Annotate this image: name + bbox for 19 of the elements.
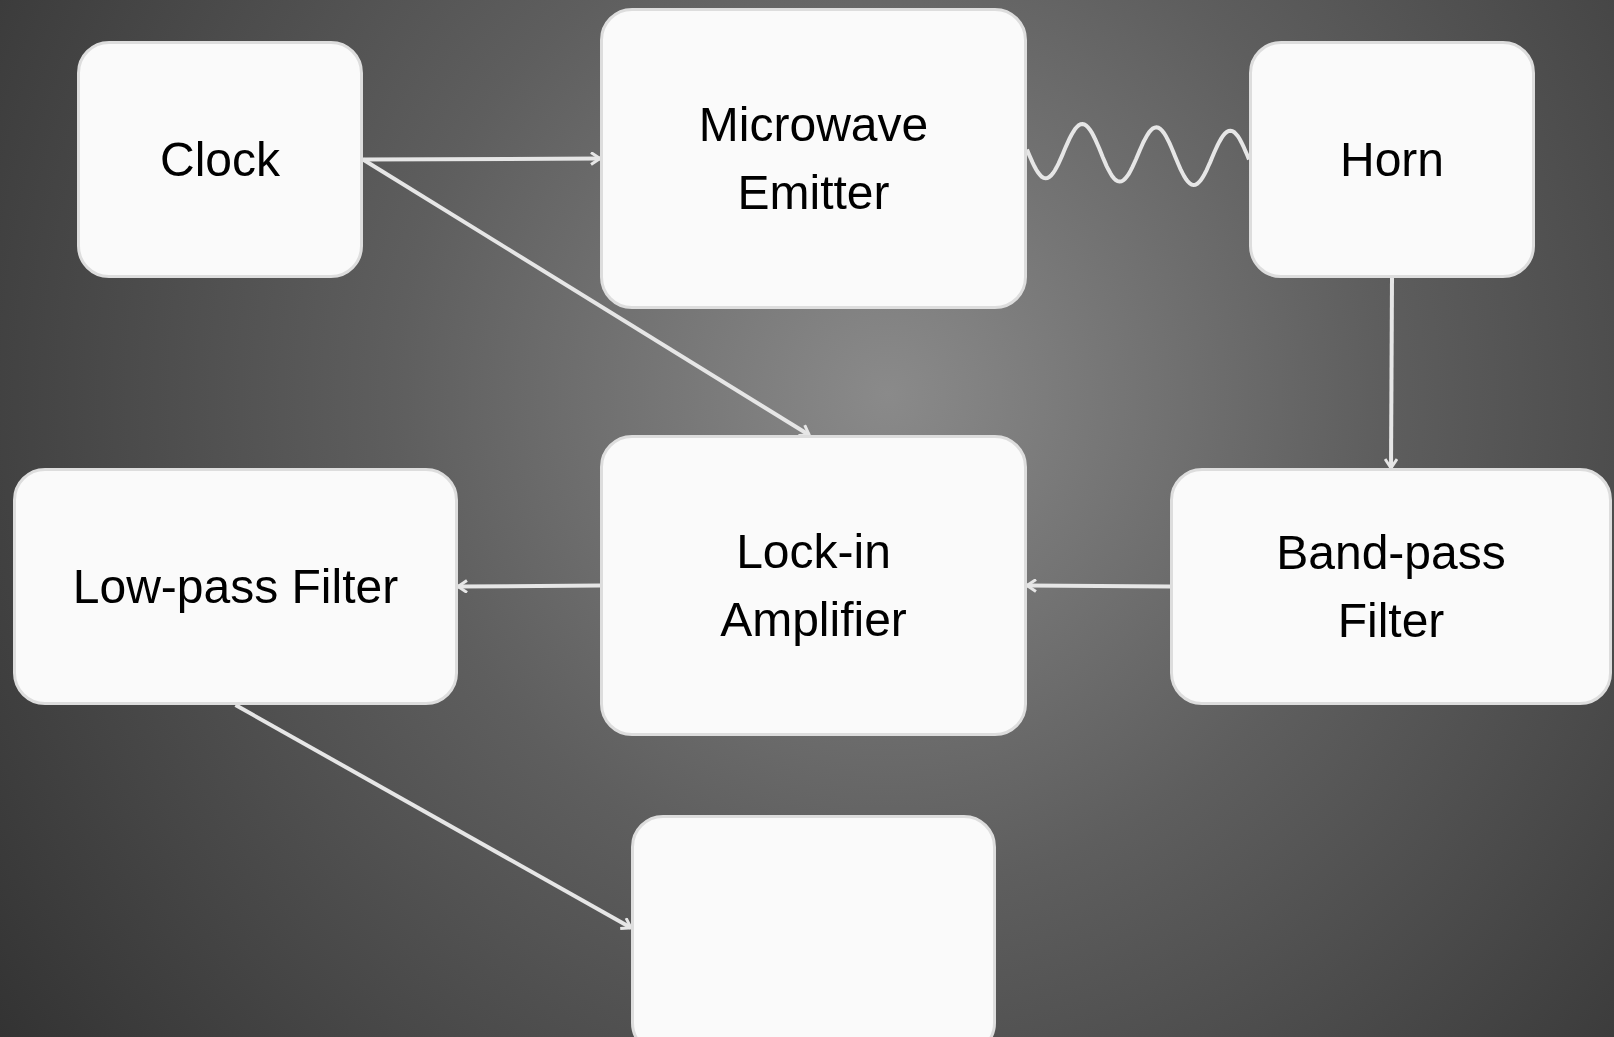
process-box bbox=[13, 468, 458, 705]
process-box bbox=[600, 8, 1027, 309]
process-box bbox=[1170, 468, 1612, 705]
box-label: Microwave Emitter bbox=[697, 97, 930, 221]
process-box bbox=[631, 815, 996, 1037]
box-label: Horn bbox=[1339, 131, 1444, 188]
box-label: Lock-in Amplifier bbox=[719, 524, 908, 648]
wave-line bbox=[1025, 121, 1251, 188]
arrow bbox=[234, 703, 633, 931]
arrow bbox=[1383, 278, 1399, 470]
arrow bbox=[363, 151, 602, 167]
process-box bbox=[600, 435, 1027, 736]
process-box bbox=[77, 41, 363, 278]
arrow bbox=[1025, 578, 1170, 594]
box-label: Low-pass Filter bbox=[72, 558, 399, 615]
process-box bbox=[1249, 41, 1535, 278]
arrow bbox=[456, 578, 600, 594]
box-label: Band-pass Filter bbox=[1275, 525, 1507, 649]
box-label: Clock bbox=[160, 131, 280, 188]
